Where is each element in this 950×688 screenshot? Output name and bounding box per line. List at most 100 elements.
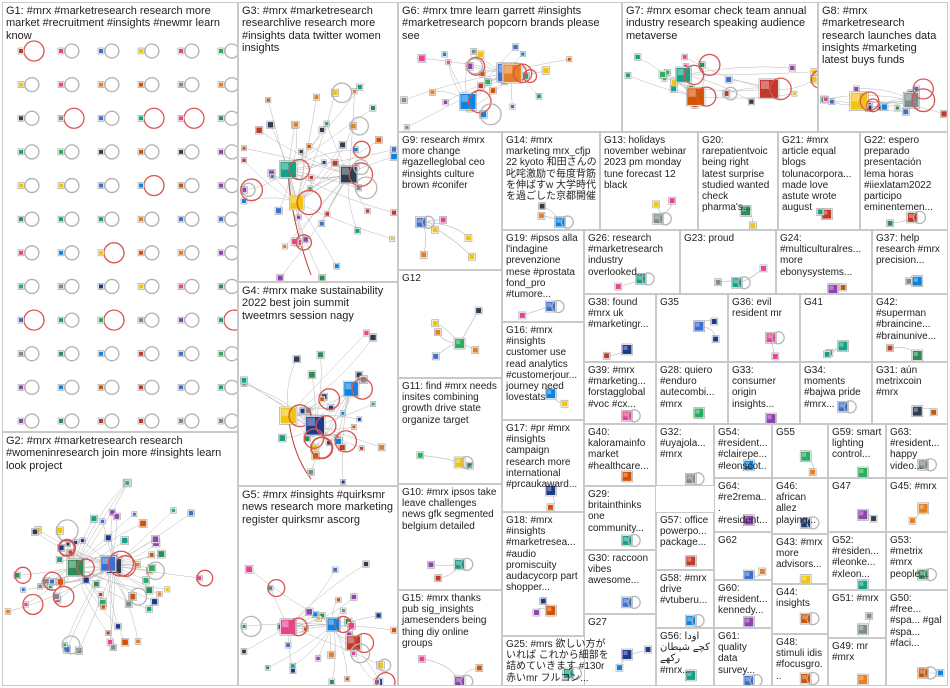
self-loop <box>24 177 40 194</box>
group-graph <box>621 409 641 423</box>
vertex <box>177 148 185 156</box>
vertex <box>917 667 929 679</box>
vertex <box>4 608 12 615</box>
vertex <box>911 405 924 417</box>
self-loop <box>23 309 45 331</box>
vertex <box>295 214 302 221</box>
self-loop <box>64 379 80 396</box>
self-loop <box>104 76 120 93</box>
vertex <box>57 543 66 552</box>
group-label: G18: #mrx #insights #marketresea... #aud… <box>506 515 581 594</box>
vertex <box>857 466 869 477</box>
group-label: G16: #mrx #insights customer use read an… <box>506 325 580 404</box>
group-g35: G35 <box>656 294 728 362</box>
vertex <box>758 78 780 100</box>
self-loop <box>658 212 672 226</box>
vertex <box>758 567 767 576</box>
self-loop <box>144 43 160 59</box>
vertex <box>908 516 917 525</box>
vertex <box>109 643 117 651</box>
vertex <box>97 249 105 257</box>
vertex <box>465 62 474 71</box>
vertex <box>614 282 623 291</box>
vertex <box>97 417 105 425</box>
vertex <box>331 88 339 97</box>
self-loop <box>144 245 160 261</box>
self-loop <box>42 571 63 591</box>
group-label: G5: #mrx #insights #quirksmr news resear… <box>242 489 397 526</box>
group-label: G8: #mrx #marketresearch research launch… <box>822 5 940 67</box>
self-loop <box>315 415 337 437</box>
group-graph <box>693 407 705 419</box>
self-loop <box>224 177 237 194</box>
vertex <box>511 43 520 51</box>
group-label: G40: kaloramainfo market #healthcare... <box>588 427 649 472</box>
group-graph <box>17 40 237 429</box>
self-loop <box>479 103 502 126</box>
vertex <box>279 618 297 636</box>
vertex <box>771 352 780 361</box>
vertex <box>57 316 65 324</box>
group-g52: G52: #residen... #leonke... #xleon... <box>828 532 886 590</box>
vertex <box>799 517 812 529</box>
vertex <box>131 511 138 517</box>
edge <box>66 563 109 650</box>
group-g15: G15: #mrx thanks pub sig_insights jamese… <box>398 590 502 686</box>
group-g6: G6: #mrx tmre learn garrett #insights #m… <box>398 2 622 132</box>
self-loop <box>295 234 313 251</box>
vertex <box>658 70 667 79</box>
self-loop <box>104 211 120 227</box>
self-loop <box>749 673 763 685</box>
vertex <box>318 126 326 134</box>
vertex <box>562 667 575 680</box>
self-loop <box>353 159 370 176</box>
group-label: G45: #mrx <box>890 481 937 492</box>
vertex <box>177 249 185 257</box>
vertex <box>92 580 101 588</box>
vertex <box>652 212 664 225</box>
vertex <box>453 456 466 469</box>
vertex <box>217 283 225 290</box>
group-graph <box>917 458 938 472</box>
group-g56: G56: اودا کچے شیطان رکھے #mrx... <box>656 628 714 686</box>
group-graph <box>799 450 817 476</box>
vertex <box>615 663 624 672</box>
vertex <box>453 337 466 350</box>
vertex <box>886 344 894 352</box>
self-loop <box>224 144 237 160</box>
self-loop <box>196 569 214 587</box>
vertex <box>377 443 386 452</box>
vertex <box>31 528 39 536</box>
self-loop <box>24 278 40 295</box>
edge <box>421 221 469 239</box>
self-loop <box>107 550 135 577</box>
vertex <box>142 576 150 585</box>
vertex <box>17 316 25 324</box>
edge <box>7 565 115 612</box>
self-loop <box>64 144 80 160</box>
vertex <box>470 48 478 55</box>
vertex <box>474 306 483 315</box>
group-g28: G28: quiero #enduro autecombi... #mrx <box>656 362 728 424</box>
self-loop <box>184 76 200 93</box>
self-loop <box>63 107 85 129</box>
self-loop <box>318 388 341 411</box>
vertex <box>791 90 798 97</box>
vertex <box>323 120 330 127</box>
group-label: G48: stimuli idis #focusgro... <box>776 637 825 682</box>
group-graph <box>837 400 857 414</box>
vertex <box>356 83 364 91</box>
vertex <box>57 47 65 55</box>
vertex <box>940 109 947 118</box>
group-label: G10: #mrx ipsos take leave challenges ne… <box>402 487 500 532</box>
self-loop <box>143 174 165 197</box>
vertex <box>318 274 326 281</box>
vertex <box>644 645 652 654</box>
vertex <box>541 66 550 75</box>
vertex <box>799 672 812 685</box>
self-loop <box>353 632 375 654</box>
edge <box>288 169 323 279</box>
vertex <box>911 349 924 361</box>
group-label: G41 <box>804 297 823 308</box>
group-g44: G44: insights <box>772 584 828 634</box>
